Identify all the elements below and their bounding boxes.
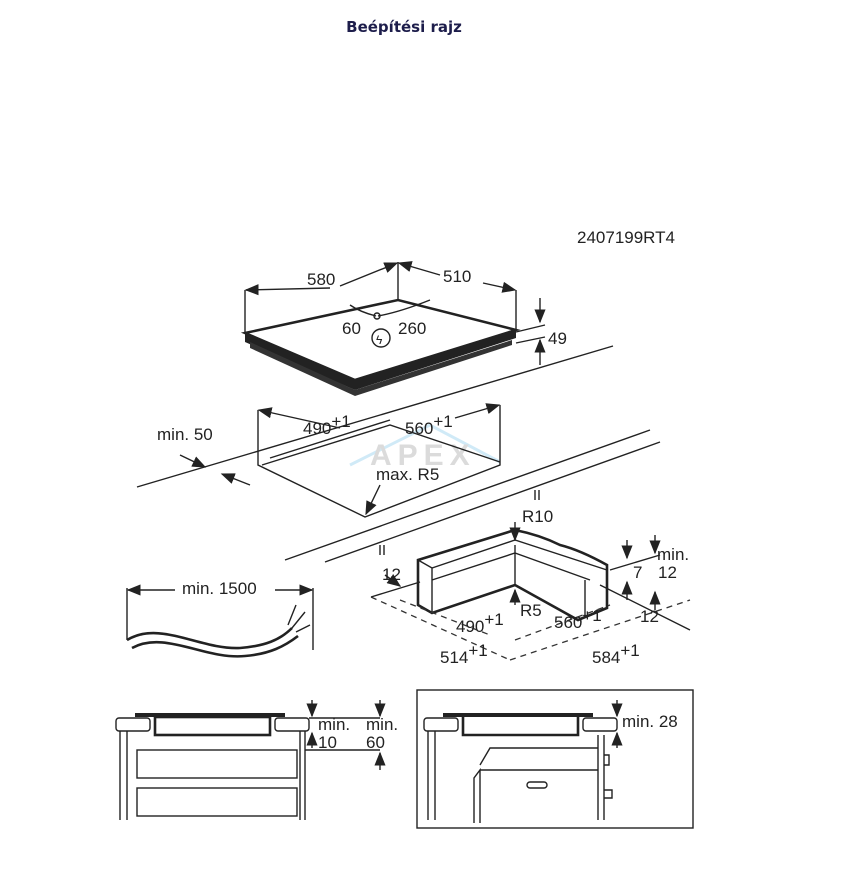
watermark-logo: APEX bbox=[349, 423, 501, 472]
section-oven-drawing bbox=[416, 689, 694, 829]
dim-conn-left: 60 bbox=[342, 319, 361, 338]
dim-frame-right-side: 12 bbox=[640, 607, 659, 626]
dim-min-60-value: 60 bbox=[366, 733, 385, 752]
dim-frame-width-tol: +1 bbox=[582, 606, 601, 625]
cable-drawing bbox=[126, 584, 314, 658]
hob-drawing: ϟ bbox=[240, 261, 546, 396]
svg-text:560+1: 560+1 bbox=[554, 606, 602, 632]
drawing-code: 2407199RT4 bbox=[577, 228, 675, 247]
dim-min-label: min. bbox=[657, 545, 689, 564]
dim-frame-side: 12 bbox=[382, 565, 401, 584]
dim-cutout-width: 560 bbox=[405, 419, 433, 438]
dim-r5: R5 bbox=[520, 601, 542, 620]
page-title: Beépítési rajz bbox=[346, 18, 462, 36]
dim-frame-depth-tol: +1 bbox=[484, 610, 503, 629]
countertop-cutout-drawing bbox=[136, 345, 661, 563]
svg-text:560+1: 560+1 bbox=[405, 412, 453, 438]
dim-conn-right: 260 bbox=[398, 319, 426, 338]
section-drawer-drawing bbox=[115, 700, 386, 820]
dim-step: 7 bbox=[633, 563, 642, 582]
dim-hob-width: 580 bbox=[307, 270, 335, 289]
svg-text:490+1: 490+1 bbox=[456, 610, 504, 636]
dim-outer-width-tol: +1 bbox=[620, 641, 639, 660]
dim-frame-width: 560 bbox=[554, 613, 582, 632]
dim-min-10-label: min. bbox=[318, 715, 350, 734]
dim-min-28: min. 28 bbox=[622, 712, 678, 731]
dim-cutout-depth: 490 bbox=[303, 419, 331, 438]
dim-r10: R10 bbox=[522, 507, 553, 526]
svg-text:514+1: 514+1 bbox=[440, 641, 488, 667]
dim-cable-length: min. 1500 bbox=[182, 579, 257, 598]
dim-outer-depth: 514 bbox=[440, 648, 468, 667]
svg-text:490+1: 490+1 bbox=[303, 412, 351, 438]
dim-max-radius: max. R5 bbox=[376, 465, 439, 484]
svg-text:APEX: APEX bbox=[370, 439, 476, 472]
dim-cutout-width-tol: +1 bbox=[433, 412, 452, 431]
power-icon: ϟ bbox=[376, 333, 383, 347]
dim-hob-depth: 510 bbox=[443, 267, 471, 286]
dim-frame-depth: 490 bbox=[456, 617, 484, 636]
dim-cutout-depth-tol: +1 bbox=[331, 412, 350, 431]
dim-outer-width: 584 bbox=[592, 648, 620, 667]
dim-hob-height: 49 bbox=[548, 329, 567, 348]
dim-min-10-value: 10 bbox=[318, 733, 337, 752]
dim-min-value: 12 bbox=[658, 563, 677, 582]
svg-text:584+1: 584+1 bbox=[592, 641, 640, 667]
dim-outer-depth-tol: +1 bbox=[468, 641, 487, 660]
dim-min-edge: min. 50 bbox=[157, 425, 213, 444]
frame-profile-drawing bbox=[370, 522, 691, 661]
dim-min-60-label: min. bbox=[366, 715, 398, 734]
